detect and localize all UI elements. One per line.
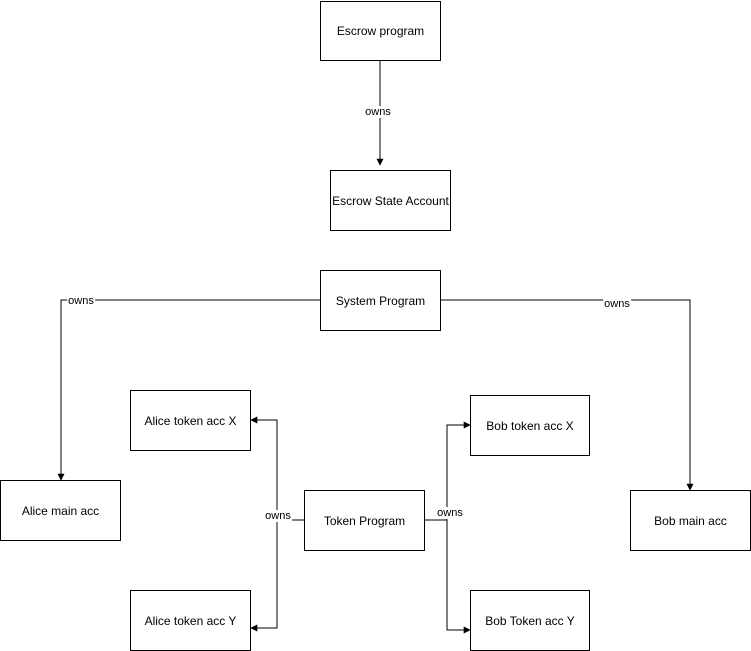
edge-system-bob-owns <box>440 299 694 491</box>
node-alice-token-acc-y[interactable]: Alice token acc Y <box>130 590 251 651</box>
node-bob-token-acc-x[interactable]: Bob token acc X <box>470 395 590 456</box>
edge-token-alice-y <box>250 519 304 632</box>
edge-label-escrow-owns: owns <box>364 106 392 118</box>
node-system-program[interactable]: System Program <box>320 270 441 331</box>
edge-token-bob-y <box>424 519 471 634</box>
node-escrow-state-account[interactable]: Escrow State Account <box>330 170 451 231</box>
edge-system-alice-owns <box>57 299 320 481</box>
edge-label-token-bob-owns: owns <box>436 507 464 519</box>
node-alice-main-acc[interactable]: Alice main acc <box>0 480 121 541</box>
node-alice-token-acc-x[interactable]: Alice token acc X <box>130 390 251 451</box>
node-bob-main-acc[interactable]: Bob main acc <box>630 490 751 551</box>
node-bob-token-acc-y[interactable]: Bob Token acc Y <box>470 590 590 651</box>
edge-label-token-alice-owns: owns <box>264 510 292 522</box>
node-escrow-program[interactable]: Escrow program <box>320 1 441 61</box>
edge-label-system-alice-owns: owns <box>67 295 95 307</box>
edge-label-system-bob-owns: owns <box>603 298 631 310</box>
edge-token-alice-x <box>250 416 304 521</box>
node-token-program[interactable]: Token Program <box>304 490 425 551</box>
edge-token-bob-x <box>424 421 471 521</box>
